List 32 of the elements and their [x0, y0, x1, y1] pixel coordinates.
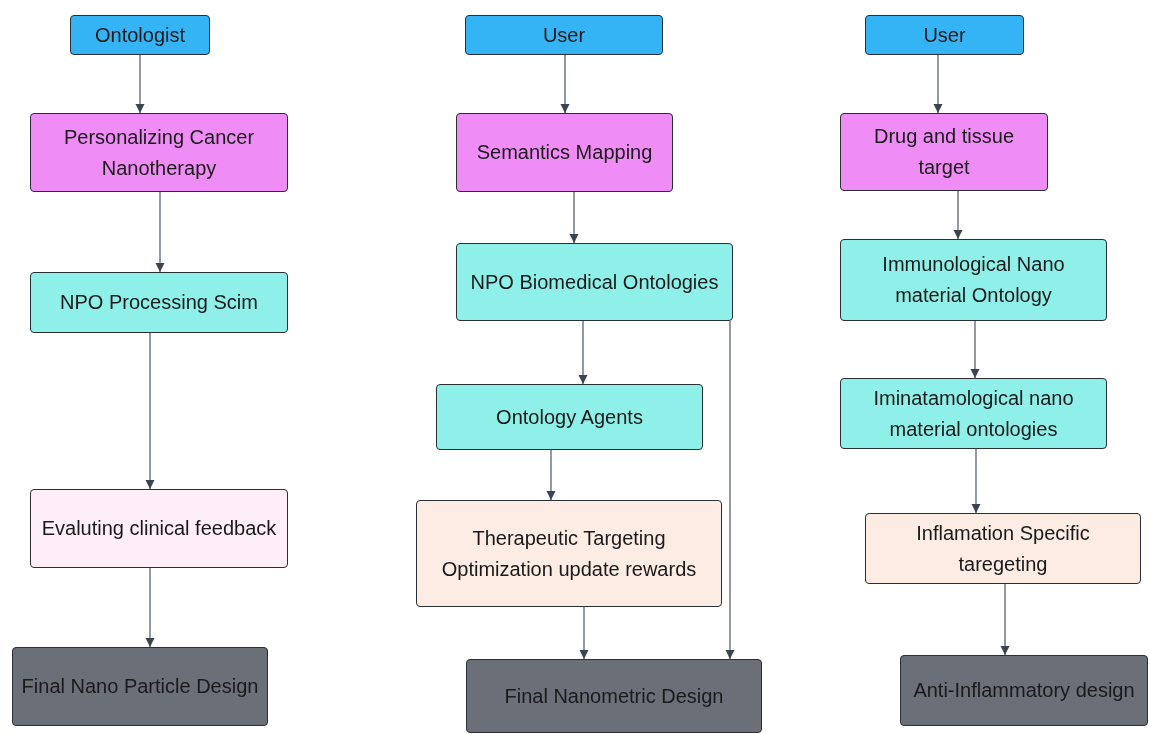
- ontology-box: NPO Biomedical Ontologies: [456, 243, 733, 321]
- arrow: [1000, 583, 1010, 656]
- task-box: Personalizing Cancer Nanotherapy: [30, 113, 288, 192]
- role-label: User: [465, 15, 663, 55]
- arrow: [953, 190, 963, 240]
- arrow: [725, 320, 735, 660]
- task-box: Drug and tissue target: [840, 113, 1048, 191]
- arrow: [135, 54, 145, 114]
- feedback-box: Evaluting clinical feedback: [30, 489, 288, 568]
- role-label: User: [865, 15, 1024, 55]
- arrow: [933, 54, 943, 114]
- arrow: [155, 191, 165, 273]
- arrow: [578, 320, 588, 385]
- targeting-box: Inflamation Specific taregeting: [865, 513, 1141, 584]
- targeting-box: Therapeutic Targeting Optimization update rewards: [416, 500, 722, 607]
- arrow: [145, 332, 155, 490]
- result-box: Final Nano Particle Design: [12, 647, 268, 726]
- arrow: [569, 191, 579, 244]
- ontology-box: Iminatamological nano material ontologies: [840, 378, 1107, 449]
- arrow: [971, 448, 981, 514]
- arrow: [970, 320, 980, 379]
- result-box: Anti-Inflammatory design: [900, 655, 1148, 726]
- task-box: Semantics Mapping: [456, 113, 673, 192]
- arrow: [579, 606, 589, 660]
- ontology-box: Ontology Agents: [436, 384, 703, 450]
- ontology-box: Immunological Nano material Ontology: [840, 239, 1107, 321]
- arrow: [546, 449, 556, 501]
- arrow: [145, 567, 155, 648]
- ontology-box: NPO Processing Scim: [30, 272, 288, 333]
- result-box: Final Nanometric Design: [466, 659, 762, 733]
- role-label: Ontologist: [70, 15, 210, 55]
- arrow: [560, 54, 570, 114]
